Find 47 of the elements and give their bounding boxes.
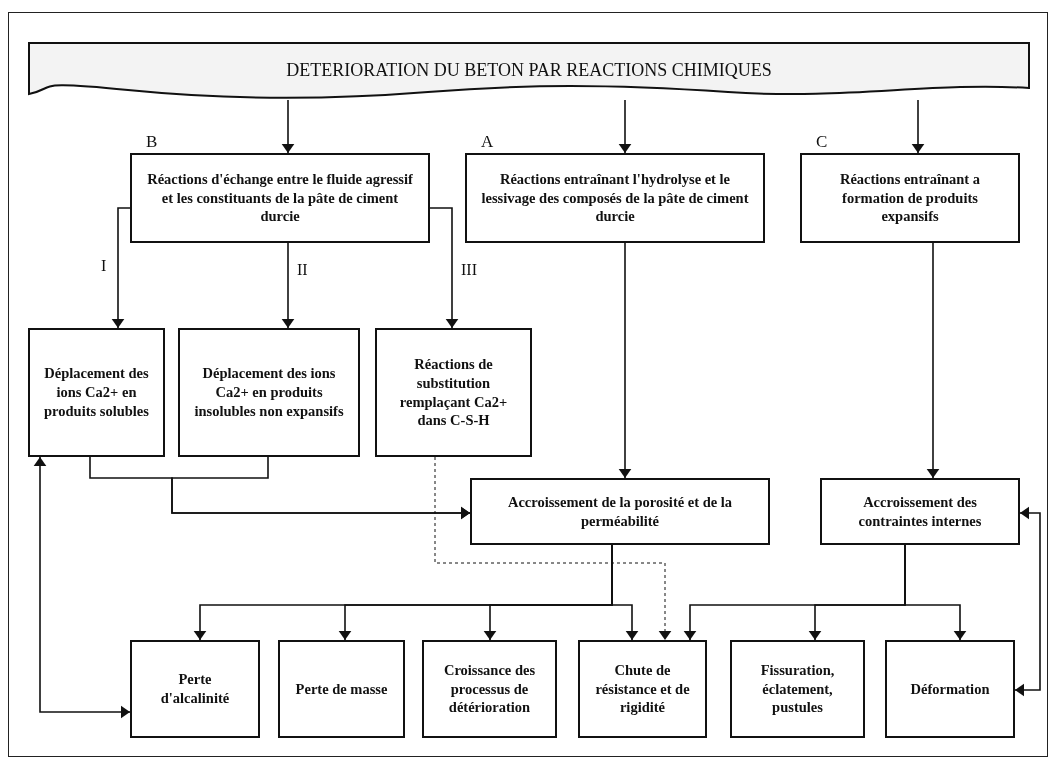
arrow	[911, 99, 925, 154]
box-text: Accroissement de la porosité et de la perméabilité	[506, 492, 734, 531]
box-text: Perte d'alcalinité	[159, 670, 231, 708]
arrow	[1014, 506, 1041, 697]
arrow	[618, 242, 632, 479]
title-banner	[28, 42, 1030, 100]
arrow	[171, 456, 471, 520]
box-text: Déformation	[910, 679, 990, 699]
box-text: Déplacement des ions Ca2+ en produits insolubles non expansifs	[193, 364, 345, 421]
section-letter: C	[816, 132, 828, 152]
arrow	[111, 207, 131, 329]
arrow	[281, 99, 295, 154]
box-text: Réactions entraînant l'hydrolyse et le lessivage des composés de la pâte de ciment durcie	[480, 169, 750, 227]
arrow	[904, 544, 967, 641]
arrow	[926, 242, 940, 479]
box-text: Réactions entraînant a formation de produits expansifs	[838, 169, 982, 227]
edge-label: I	[100, 258, 108, 274]
arrow	[33, 456, 131, 719]
arrow	[611, 544, 639, 641]
process-box	[578, 640, 707, 738]
box-text: Réactions de substitution remplaçant Ca2+ dans C-S-H	[398, 354, 509, 431]
banner-text: DETERIORATION DU BETON PAR REACTIONS CHIMIQUES	[286, 59, 772, 83]
section-letter: B	[146, 132, 158, 152]
process-box	[470, 478, 770, 545]
process-box	[178, 328, 360, 457]
process-box	[28, 328, 165, 457]
process-box	[278, 640, 405, 738]
edge-label: II	[296, 262, 309, 278]
box-text: Perte de masse	[295, 679, 388, 699]
box-text: Chute de résistance et de rigidité	[594, 660, 691, 718]
edge-label: III	[460, 262, 478, 278]
box-text: Croissance des processus de détérioration	[442, 660, 537, 718]
process-box	[820, 478, 1020, 545]
process-box	[375, 328, 532, 457]
process-box	[130, 640, 260, 738]
arrow	[618, 99, 632, 154]
arrow	[281, 242, 295, 329]
process-box	[885, 640, 1015, 738]
box-text: Déplacement des ions Ca2+ en produits solubles	[43, 364, 150, 421]
box-text: Réactions d'échange entre le fluide agressif et les constituants de la pâte de ciment durcie	[146, 169, 414, 227]
box-text: Fissuration, éclatement, pustules	[759, 660, 836, 718]
section-letter: A	[481, 132, 494, 152]
process-box	[422, 640, 557, 738]
box-text: Accroissement des contraintes internes	[857, 492, 983, 531]
dashed-arrow	[434, 456, 672, 641]
process-box	[730, 640, 865, 738]
arrow	[429, 207, 459, 329]
